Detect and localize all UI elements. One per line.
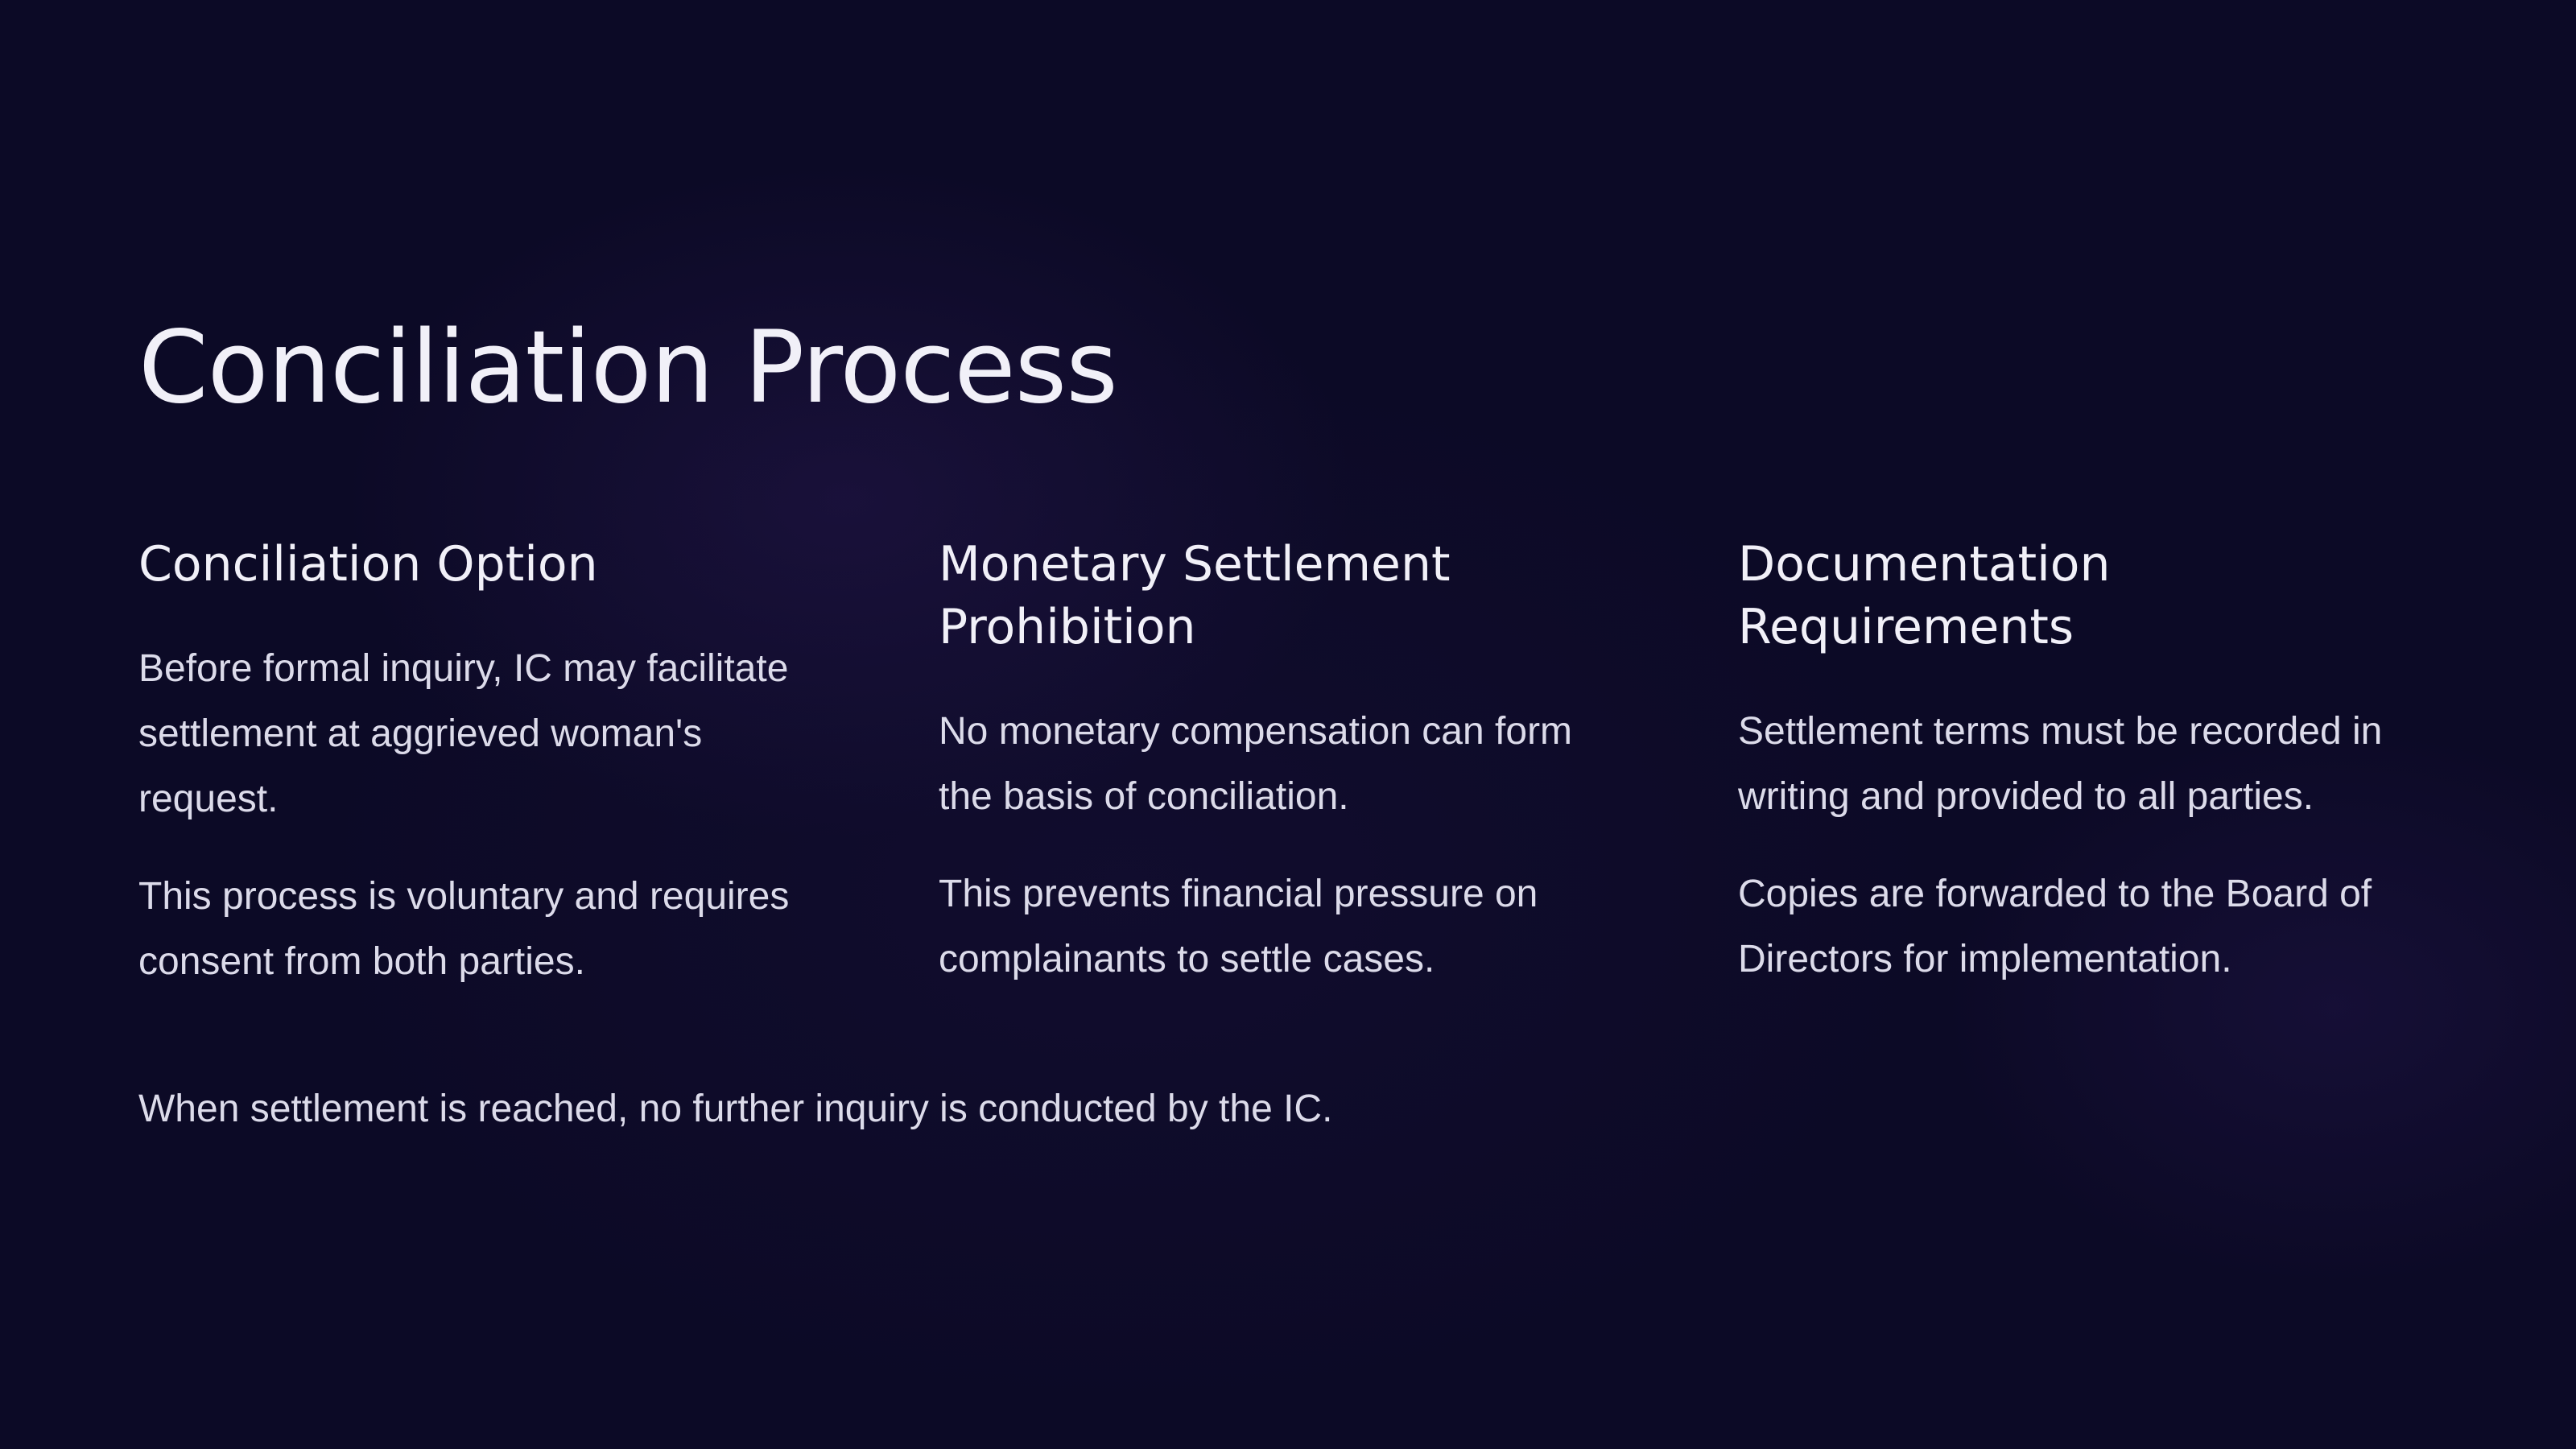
column-paragraph: Before formal inquiry, IC may facilitate… (138, 647, 789, 820)
column-heading: Documentation Requirements (1738, 536, 2111, 655)
column-heading: Conciliation Option (138, 536, 598, 592)
column-conciliation-option: Conciliation Option Before formal inquir… (138, 533, 831, 994)
column-paragraph: Copies are forwarded to the Board of Dir… (1738, 873, 2372, 980)
footer-note: When settlement is reached, no further i… (138, 1088, 1333, 1130)
slide-title: Conciliation Process (138, 310, 1118, 426)
column-paragraph: No monetary compensation can form the ba… (939, 710, 1573, 818)
column-documentation-requirements: Documentation Requirements Settlement te… (1738, 533, 2430, 992)
column-monetary-settlement-prohibition: Monetary Settlement Prohibition No monet… (939, 533, 1631, 992)
column-paragraph: This prevents financial pressure on comp… (939, 873, 1538, 980)
column-heading: Monetary Settlement Prohibition (939, 536, 1451, 655)
column-paragraph: This process is voluntary and requires c… (138, 875, 790, 983)
column-paragraph: Settlement terms must be recorded in wri… (1738, 710, 2383, 818)
